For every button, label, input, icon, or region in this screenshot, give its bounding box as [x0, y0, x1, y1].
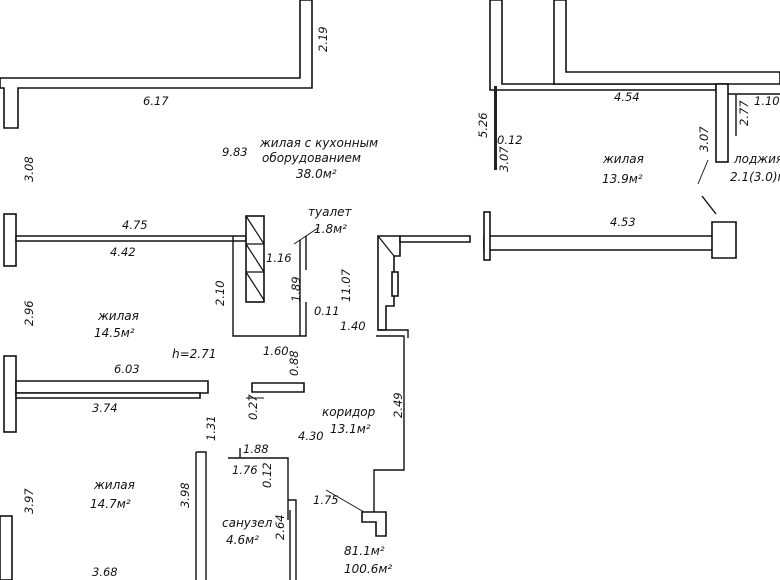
dim-2-49: 2.49	[391, 392, 405, 418]
dim-1-89: 1.89	[289, 276, 303, 302]
dim-0-12b: 0.12	[497, 133, 523, 147]
dim-4-30: 4.30	[298, 429, 324, 443]
wall-right-4-53	[483, 235, 721, 251]
wall-partition-4-75	[15, 235, 247, 242]
room-living-left-bottom-area: 14.7м²	[90, 497, 131, 511]
room-living-kitchen-area: 38.0м²	[296, 167, 337, 181]
wall-room-bottom-left	[195, 451, 207, 580]
dim-11-07: 11.07	[339, 268, 353, 302]
dim-4-53: 4.53	[610, 215, 636, 229]
dim-0-12a: 0.12	[260, 462, 274, 488]
dimension-labels: 6.17 9.83 4.75 4.42 1.16 0.11 1.40 1.60 …	[92, 90, 780, 579]
pole	[494, 86, 497, 170]
dim-1-10: 1.10	[754, 94, 780, 108]
room-living-left-bottom-name: жилая	[93, 478, 135, 492]
room-living-left-top-area: 14.5м²	[94, 326, 135, 340]
wall-left-pillar-1	[3, 213, 17, 267]
total-area-total: 100.6м²	[344, 562, 392, 576]
wall-corridor-left	[251, 382, 305, 393]
room-bathroom-name: санузел	[222, 516, 273, 530]
room-bathroom-area: 4.6м²	[226, 533, 259, 547]
room-corridor-name: коридор	[322, 405, 376, 419]
wall-loggia-pillar	[715, 83, 729, 163]
dim-1-40: 1.40	[340, 319, 366, 333]
dim-1-31: 1.31	[204, 415, 218, 441]
dim-9-83: 9.83	[222, 145, 248, 159]
dim-3-74: 3.74	[92, 401, 118, 415]
dim-3-08: 3.08	[22, 156, 36, 182]
dim-5-26: 5.26	[476, 112, 490, 138]
door-corner	[361, 511, 387, 537]
room-labels: жилая с кухонным оборудованием 38.0м² ту…	[90, 136, 780, 576]
room-living-kitchen-name-2: оборудованием	[262, 151, 361, 165]
dim-3-97: 3.97	[22, 488, 36, 514]
wall-toilet	[232, 236, 307, 337]
dim-0-11: 0.11	[314, 304, 340, 318]
dim-4-54: 4.54	[614, 90, 640, 104]
room-corridor-area: 13.1м²	[330, 422, 371, 436]
dim-4-75: 4.75	[122, 218, 148, 232]
room-loggia-area: 2.1(3.0)м²	[730, 170, 780, 184]
wall-center-door	[391, 271, 399, 297]
dim-4-42: 4.42	[110, 245, 136, 259]
dim-1-60: 1.60	[263, 344, 289, 358]
wall-bathroom	[228, 448, 297, 580]
wall-center-right	[373, 329, 409, 516]
dim-0-88: 0.88	[287, 350, 301, 376]
dim-1-76: 1.76	[232, 463, 258, 477]
wall-partition-6-03	[15, 380, 209, 394]
room-toilet-name: туалет	[308, 205, 352, 219]
room-living-right-area: 13.9м²	[602, 172, 643, 186]
room-living-kitchen-name-1: жилая с кухонным	[259, 136, 378, 150]
dim-2-96: 2.96	[22, 300, 36, 326]
dimension-labels-vertical: 2.19 3.08 2.96 2.10 1.89 11.07 0.88 0.27…	[22, 26, 751, 540]
dim-3-07b: 3.07	[697, 126, 711, 152]
dim-2-64: 2.64	[273, 514, 287, 540]
wall-right-horizontal	[399, 235, 471, 243]
dim-0-27: 0.27	[246, 394, 260, 420]
room-living-right-name: жилая	[602, 152, 644, 166]
wall-right-post	[483, 211, 491, 261]
dim-3-98: 3.98	[178, 482, 192, 508]
dim-6-17: 6.17	[143, 94, 169, 108]
wall-top-left	[0, 0, 313, 129]
dim-3-68: 3.68	[92, 565, 118, 579]
wall-partition-3-74	[15, 392, 201, 399]
dim-1-88: 1.88	[243, 442, 269, 456]
dim-3-07a: 3.07	[497, 146, 511, 172]
wall-top-right-2	[553, 0, 780, 85]
dim-6-03: 6.03	[114, 362, 140, 376]
dim-2-77: 2.77	[737, 100, 751, 126]
dim-1-75: 1.75	[313, 493, 339, 507]
ceiling-height: h=2.71	[172, 347, 216, 361]
total-area-living: 81.1м²	[344, 544, 385, 558]
room-living-left-top-name: жилая	[97, 309, 139, 323]
room-loggia-name: лоджия	[733, 152, 780, 166]
dim-2-10: 2.10	[213, 280, 227, 306]
dim-1-16: 1.16	[266, 251, 292, 265]
wall-left-pillar-2	[3, 355, 17, 433]
dim-2-19: 2.19	[316, 26, 330, 52]
room-toilet-area: 1.8м²	[314, 222, 347, 236]
wall-left-pillar-3	[0, 515, 13, 580]
wall-loggia	[711, 221, 737, 259]
